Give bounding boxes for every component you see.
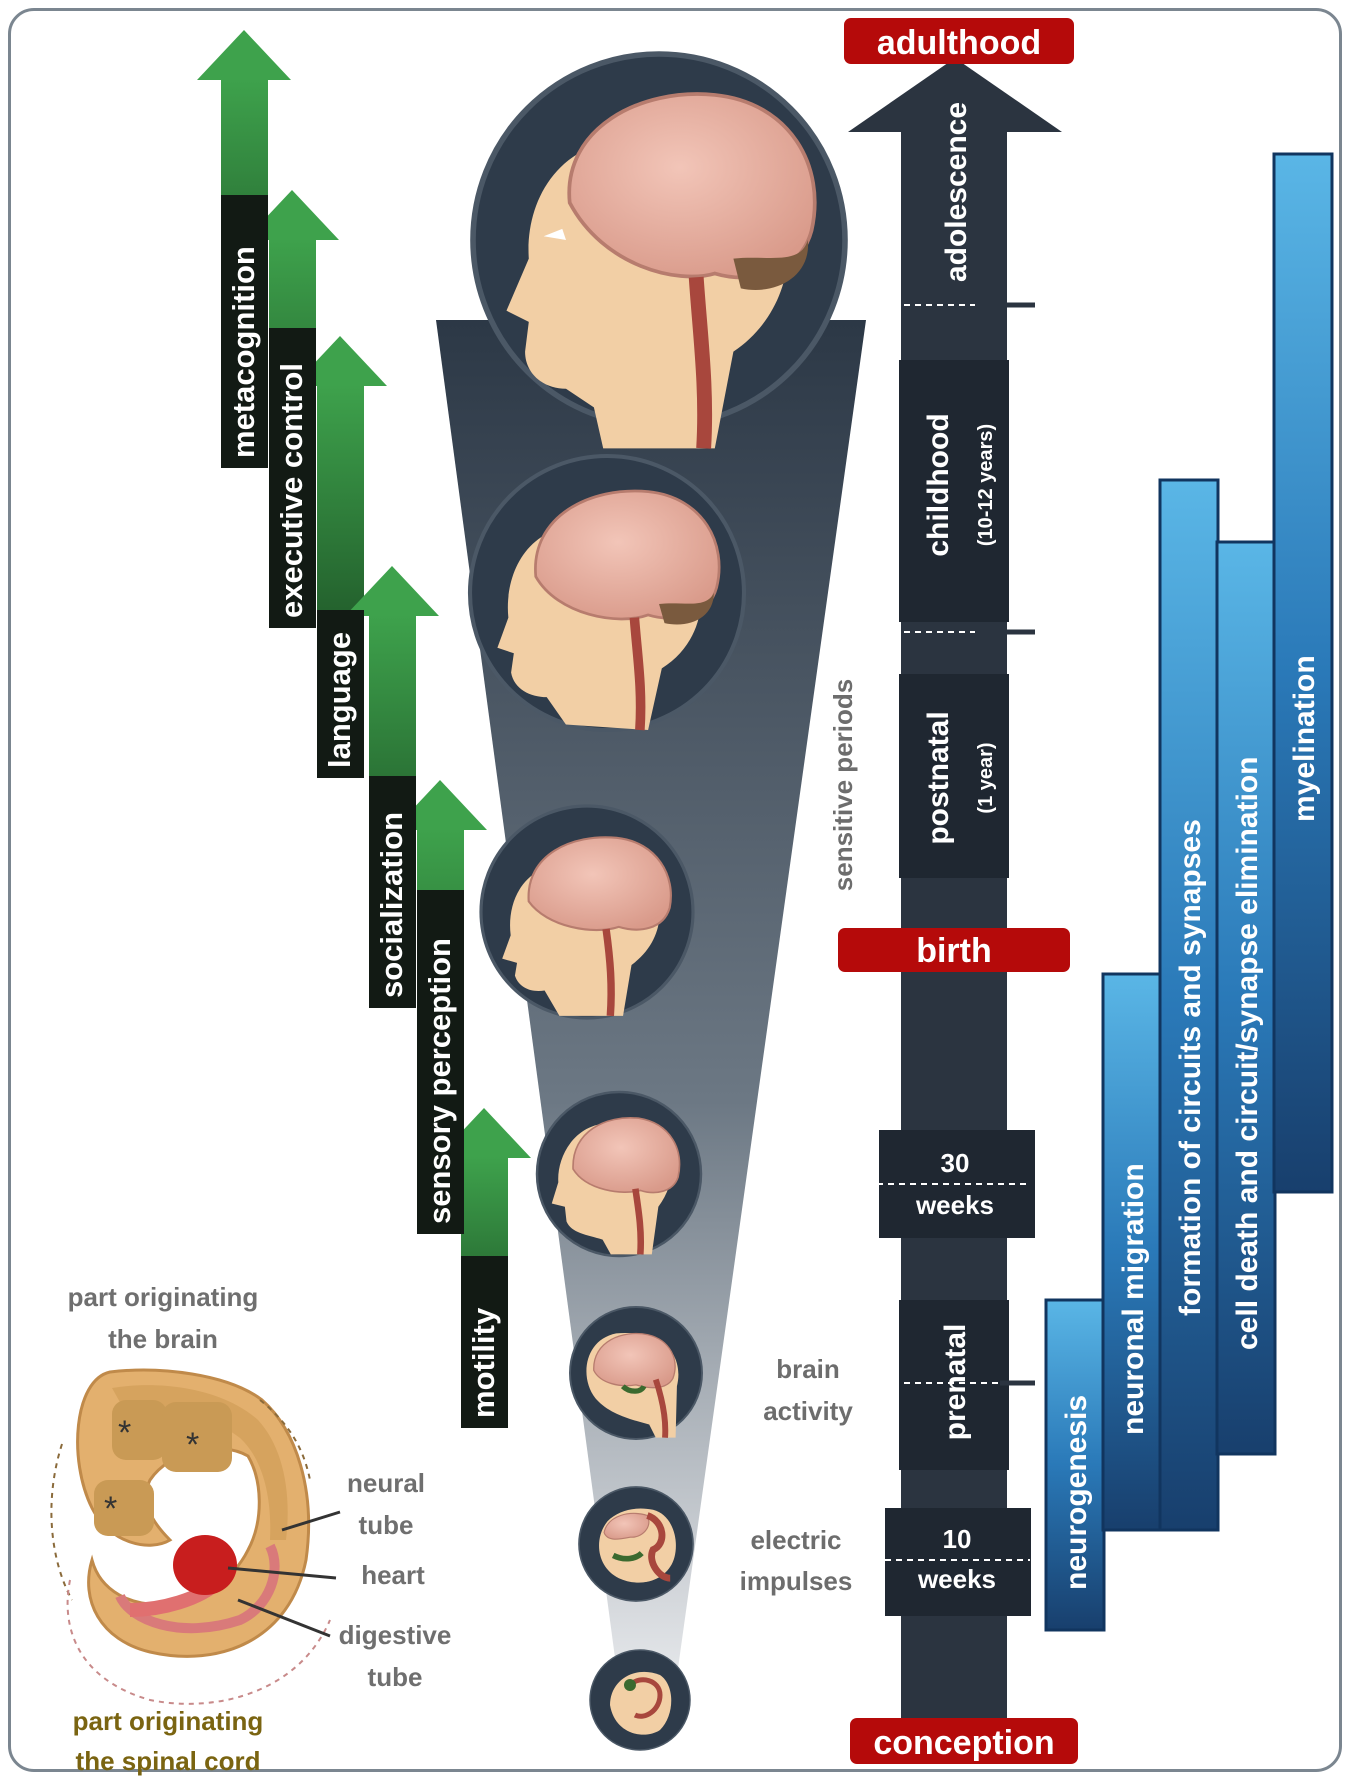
- skill-language: language: [322, 632, 357, 768]
- stage-adolescence: adolescence: [940, 102, 973, 282]
- embryo-mark-2: *: [186, 1426, 199, 1464]
- conception-marker: conception: [873, 1724, 1054, 1762]
- skill-socialization: socialization: [374, 812, 409, 998]
- electric-impulses-label-1: electric: [750, 1525, 841, 1555]
- skill-motility: motility: [466, 1307, 501, 1418]
- process-myelination: myelination: [1288, 655, 1321, 822]
- skill-metacognition: metacognition: [226, 246, 261, 458]
- week-10-unit: weeks: [917, 1564, 996, 1594]
- embryo-neural-tube-label-2: tube: [359, 1510, 414, 1540]
- process-neuronal-migration: neuronal migration: [1117, 1163, 1150, 1435]
- embryo-brain-part-label-2: the brain: [108, 1324, 218, 1354]
- brain-activity-label-2: activity: [763, 1396, 853, 1426]
- sensitive-periods-label: sensitive periods: [828, 679, 858, 891]
- birth-marker: birth: [916, 932, 992, 970]
- week-10-number: 10: [943, 1524, 972, 1554]
- head-circle-newborn: [481, 806, 693, 1018]
- process-cell-death: cell death and circuit/synapse eliminati…: [1231, 756, 1264, 1350]
- embryo-illustration: [51, 1370, 340, 1704]
- embryo-mark-1: *: [118, 1414, 131, 1452]
- embryo-digestive-tube-label-1: digestive: [339, 1620, 452, 1650]
- week-30-number: 30: [941, 1148, 970, 1178]
- process-neurogenesis: neurogenesis: [1060, 1395, 1093, 1590]
- embryo-brain-part-label-1: part originating: [68, 1282, 259, 1312]
- electric-impulses-label-2: impulses: [740, 1566, 853, 1596]
- stage-childhood: childhood: [922, 413, 955, 556]
- head-circle-child: [470, 456, 744, 730]
- process-synapse-formation: formation of circuits and synapses: [1174, 819, 1207, 1316]
- stage-prenatal: prenatal: [939, 1324, 972, 1441]
- head-circle-fetus-prenatal: [570, 1307, 702, 1439]
- embryo-neural-tube-label-1: neural: [347, 1468, 425, 1498]
- head-circle-embryo-10-weeks: [579, 1487, 693, 1601]
- embryo-heart-label: heart: [361, 1560, 425, 1590]
- embryo-digestive-tube-label-2: tube: [368, 1662, 423, 1692]
- skill-sensory-perception: sensory perception: [422, 938, 457, 1224]
- skill-executive-control: executive control: [274, 363, 309, 618]
- week-30-unit: weeks: [915, 1190, 994, 1220]
- brain-activity-label-1: brain: [776, 1354, 840, 1384]
- stage-postnatal: postnatal: [922, 711, 955, 844]
- embryo-spinal-part-label-2: the spinal cord: [76, 1746, 261, 1776]
- stage-childhood-sub: (10-12 years): [975, 424, 997, 546]
- head-circle-early-embryo: [590, 1650, 690, 1750]
- stage-postnatal-sub: (1 year): [975, 742, 997, 813]
- adulthood-marker: adulthood: [877, 24, 1041, 62]
- embryo-spinal-part-label-1: part originating: [73, 1706, 264, 1736]
- head-circle-fetus-30-weeks: [537, 1092, 701, 1256]
- embryo-mark-3: *: [104, 1490, 117, 1528]
